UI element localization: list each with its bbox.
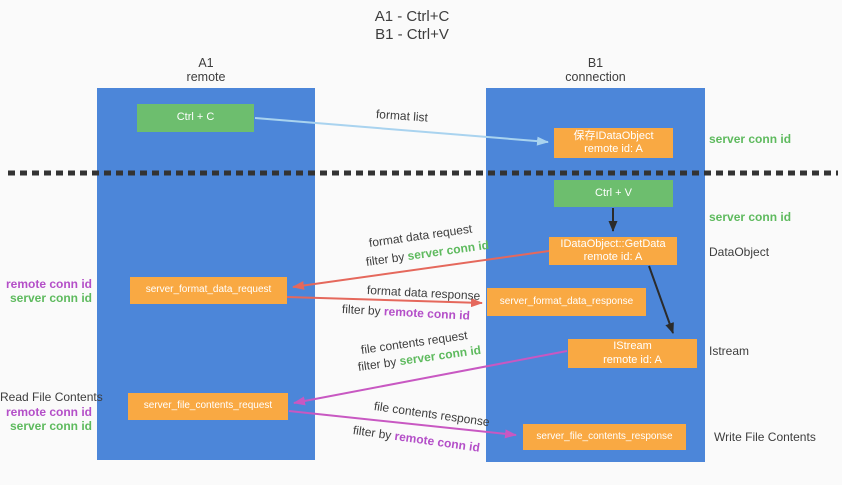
read-file-contents-label: Read File Contents xyxy=(0,390,103,404)
server-format-data-request-node: server_format_data_request xyxy=(130,277,287,304)
istream-line1: IStream xyxy=(613,340,652,353)
title-line-b1: B1 - Ctrl+V xyxy=(375,26,449,44)
filter-by-remote-conn-id-annotation-1: filter by remote conn id xyxy=(342,302,471,323)
right-server-conn-id-label-1: server conn id xyxy=(709,132,792,146)
idataobject-getdata-node: IDataObject::GetData remote id: A xyxy=(549,237,677,265)
filter-by-text: filter by xyxy=(341,302,382,319)
column-b1-header: B1 connection xyxy=(486,56,705,84)
server-file-contents-response-label: server_file_contents_response xyxy=(536,430,673,442)
save-idataobject-line1: 保存IDataObject xyxy=(573,129,654,142)
left-remote-conn-id-label-1: remote conn id xyxy=(5,277,92,291)
ctrl-v-node: Ctrl + V xyxy=(554,180,673,207)
server-format-data-response-node: server_format_data_response xyxy=(487,288,646,316)
column-a1-header: A1 remote xyxy=(97,56,315,84)
left-server-conn-id-label-2: server conn id xyxy=(9,419,92,433)
write-file-contents-label: Write File Contents xyxy=(714,430,816,444)
left-remote-conn-id-label-2: remote conn id xyxy=(5,405,92,419)
server-file-contents-response-node: server_file_contents_response xyxy=(523,424,686,450)
ctrl-v-label: Ctrl + V xyxy=(595,186,632,199)
filter-by-text: filter by xyxy=(357,354,398,374)
title-line-a1: A1 - Ctrl+C xyxy=(374,8,450,25)
right-server-conn-id-label-2: server conn id xyxy=(709,210,792,224)
istream-line2: remote id: A xyxy=(603,353,662,366)
dataobject-label: DataObject xyxy=(709,245,770,259)
server-format-data-response-label: server_format_data_response xyxy=(499,295,634,307)
column-b1-role: connection xyxy=(565,70,626,84)
filter-by-remote-conn-id-annotation-2: filter by remote conn id xyxy=(352,423,481,455)
server-format-data-request-label: server_format_data_request xyxy=(145,284,272,296)
format-data-response-annotation: format data response xyxy=(366,283,481,303)
getdata-line1: IDataObject::GetData xyxy=(560,237,666,250)
remote-conn-id-text: remote conn id xyxy=(383,304,471,323)
left-server-conn-id-label-1: server conn id xyxy=(9,291,92,305)
save-idataobject-node: 保存IDataObject remote id: A xyxy=(554,128,673,158)
getdata-line2: remote id: A xyxy=(583,251,643,263)
save-idataobject-line2: remote id: A xyxy=(584,143,643,155)
diagram-title: A1 - Ctrl+C B1 - Ctrl+V xyxy=(0,8,824,45)
column-b1-name: B1 xyxy=(587,56,604,70)
remote-conn-id-text: remote conn id xyxy=(393,428,481,455)
istream-node: IStream remote id: A xyxy=(568,339,697,368)
server-file-contents-request-label: server_file_contents_request xyxy=(143,400,273,412)
format-list-annotation: format list xyxy=(375,107,429,125)
filter-by-text: filter by xyxy=(352,423,393,443)
column-a1-name: A1 xyxy=(198,56,214,70)
ctrl-c-node: Ctrl + C xyxy=(137,104,254,132)
ctrl-c-label: Ctrl + C xyxy=(176,111,215,124)
istream-label: Istream xyxy=(709,344,750,358)
file-contents-response-annotation: file contents response xyxy=(373,399,491,430)
server-file-contents-request-node: server_file_contents_request xyxy=(128,393,288,420)
filter-by-text: filter by xyxy=(365,249,406,269)
column-a1-role: remote xyxy=(186,70,226,84)
